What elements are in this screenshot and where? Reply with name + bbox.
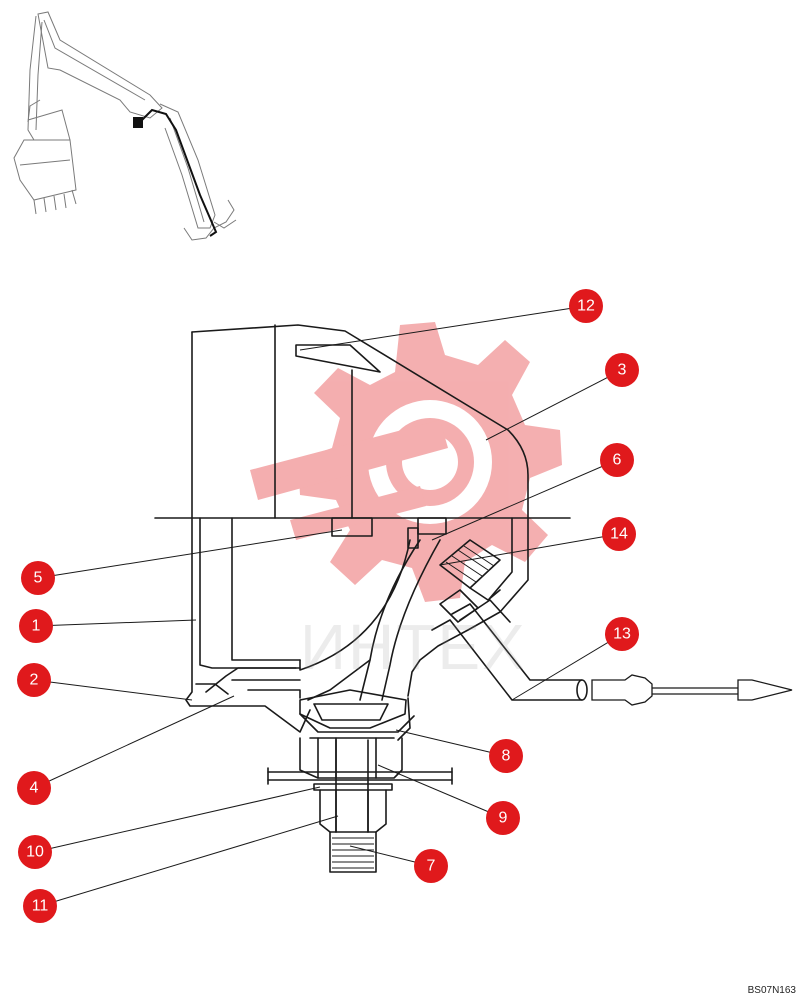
- callout-13: 13: [605, 617, 639, 651]
- watermark-text: ИНТЕХ: [300, 611, 527, 683]
- excavator-sketch: [13, 11, 237, 241]
- callout-12-label: 12: [577, 298, 595, 315]
- reference-code: BS07N163: [747, 985, 796, 996]
- callout-7-label: 7: [427, 858, 436, 875]
- callout-1: 1: [19, 609, 53, 643]
- callout-4-label: 4: [30, 780, 39, 797]
- callout-14: 14: [602, 517, 636, 551]
- callout-4: 4: [17, 771, 51, 805]
- callout-2-label: 2: [30, 672, 39, 689]
- callout-14-label: 14: [610, 526, 628, 543]
- callout-8: 8: [489, 739, 523, 773]
- callout-5: 5: [21, 561, 55, 595]
- callout-3: 3: [605, 353, 639, 387]
- callout-8-label: 8: [502, 748, 511, 765]
- watermark-gear-logo: [250, 322, 562, 602]
- callout-6-label: 6: [613, 452, 622, 469]
- callout-10: 10: [18, 835, 52, 869]
- callout-6: 6: [600, 443, 634, 477]
- callout-2: 2: [17, 663, 51, 697]
- callout-13-label: 13: [613, 626, 631, 643]
- grease-fitting-assembly: [154, 324, 793, 873]
- callout-3-label: 3: [618, 362, 627, 379]
- callout-10-label: 10: [26, 844, 44, 861]
- callout-11: 11: [23, 889, 57, 923]
- callout-9-label: 9: [499, 810, 508, 827]
- callout-7: 7: [414, 849, 448, 883]
- leader-lines: [33, 305, 623, 907]
- callout-11-label: 11: [32, 898, 49, 915]
- callout-1-label: 1: [32, 618, 41, 635]
- callout-12: 12: [569, 289, 603, 323]
- callout-9: 9: [486, 801, 520, 835]
- callout-5-label: 5: [34, 570, 43, 587]
